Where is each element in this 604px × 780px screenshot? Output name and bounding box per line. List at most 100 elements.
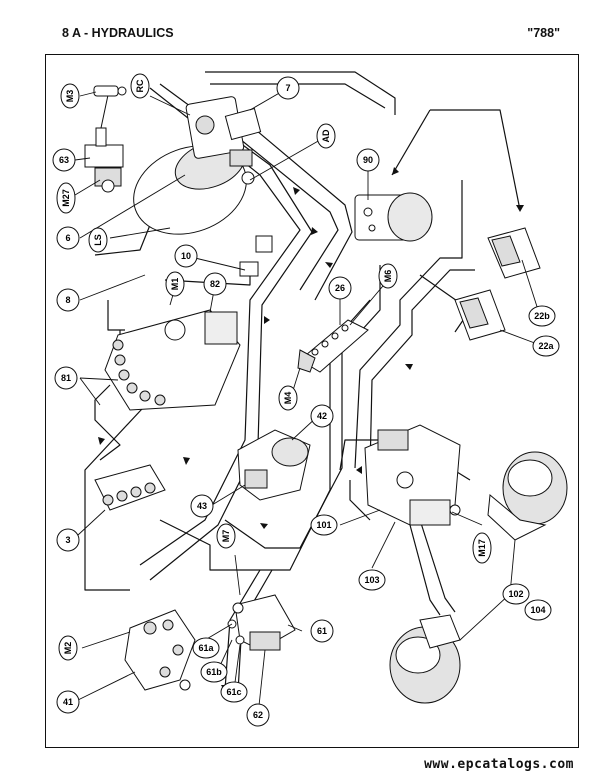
callout-61a: 61a — [192, 637, 220, 659]
callout-text: 26 — [335, 283, 345, 293]
callout-bubble — [502, 583, 530, 605]
valve-61 — [227, 594, 296, 651]
hose-line — [430, 109, 521, 211]
filter-canister — [354, 192, 433, 242]
callout-bubble — [58, 635, 78, 661]
callout-22a: 22a — [532, 335, 560, 357]
callout-text: M1 — [170, 278, 180, 291]
hose-line — [234, 134, 339, 291]
callout-bubble — [532, 335, 560, 357]
callout-10: 10 — [174, 244, 198, 268]
callout-bubble — [378, 263, 398, 289]
callout-rc: RC — [130, 73, 150, 99]
callout-text: 41 — [63, 697, 73, 707]
callout-text: 42 — [317, 411, 327, 421]
callout-bubble — [524, 599, 552, 621]
callout-text: LS — [93, 234, 103, 246]
flow-arrow — [260, 523, 268, 529]
callout-bubble — [190, 494, 214, 518]
callout-bubble — [203, 272, 227, 296]
watermark: www.epcatalogs.com — [424, 757, 574, 772]
callout-m6: M6 — [378, 263, 398, 289]
callout-text: M2 — [63, 642, 73, 655]
callout-62: 62 — [246, 703, 270, 727]
callout-bubble — [60, 83, 80, 109]
callout-101: 101 — [310, 514, 338, 536]
callout-bubble — [310, 514, 338, 536]
flow-arrow — [392, 167, 399, 175]
callout-m3: M3 — [60, 83, 80, 109]
valve-block-3 — [94, 464, 166, 511]
callout-103: 103 — [358, 569, 386, 591]
components — [84, 85, 568, 704]
callout-text: 90 — [363, 155, 373, 165]
callout-text: 43 — [197, 501, 207, 511]
callout-bubble — [316, 123, 336, 149]
hose-line — [139, 87, 301, 566]
callout-bubble — [216, 523, 236, 549]
callout-8: 8 — [56, 288, 80, 312]
hose-line — [107, 300, 125, 331]
callout-bubble — [278, 385, 298, 411]
callout-63: 63 — [52, 148, 76, 172]
callout-bubble — [174, 244, 198, 268]
callout-bubble — [88, 227, 108, 253]
hose-line — [94, 384, 121, 461]
hose-line — [369, 269, 475, 471]
callout-bubble — [528, 305, 556, 327]
callout-42: 42 — [310, 404, 334, 428]
travel-motor-104 — [389, 614, 461, 704]
callout-m17: M17 — [472, 532, 492, 564]
callout-m4: M4 — [278, 385, 298, 411]
callout-text: 61c — [226, 687, 241, 697]
travel-motor-102 — [487, 451, 568, 541]
callout-bubble — [200, 661, 228, 683]
hose-line — [205, 71, 396, 115]
callout-bubble — [246, 703, 270, 727]
callout-bubble — [472, 532, 492, 564]
callout-text: 3 — [65, 535, 70, 545]
callout-m27: M27 — [56, 182, 76, 214]
callout-bubble — [56, 226, 80, 250]
callout-26: 26 — [328, 276, 352, 300]
manifold-block — [297, 319, 369, 373]
callout-bubble — [54, 366, 78, 390]
hose-line — [391, 109, 431, 176]
rotary-joint — [237, 429, 311, 501]
callout-text: 8 — [65, 295, 70, 305]
callout-41: 41 — [56, 690, 80, 714]
main-control-valve — [104, 309, 241, 411]
callout-3: 3 — [56, 528, 80, 552]
callout-82: 82 — [203, 272, 227, 296]
callout-text: 101 — [316, 520, 331, 530]
callout-text: M3 — [65, 90, 75, 103]
callout-bubble — [276, 76, 300, 100]
callout-text: 22a — [538, 341, 554, 351]
callout-104: 104 — [524, 599, 552, 621]
callout-text: M27 — [61, 189, 71, 207]
callout-text: 7 — [285, 83, 290, 93]
callout-ls: LS — [88, 227, 108, 253]
callout-bubble — [192, 637, 220, 659]
pump-assembly — [133, 96, 262, 235]
callout-text: 82 — [210, 279, 220, 289]
hose-line — [224, 265, 381, 549]
callout-bubble — [130, 73, 150, 99]
callout-102: 102 — [502, 583, 530, 605]
pedal-22a — [454, 289, 506, 341]
callout-text: 22b — [534, 311, 550, 321]
diagram-frame — [45, 54, 579, 748]
valve-41 — [124, 609, 196, 691]
callout-text: 61b — [206, 667, 222, 677]
flow-arrow — [325, 262, 333, 268]
callout-m2: M2 — [58, 635, 78, 661]
callout-bubble — [56, 690, 80, 714]
page-code: "788" — [527, 26, 560, 40]
travel-valve-assembly — [364, 424, 461, 526]
callout-43: 43 — [190, 494, 214, 518]
m3-sensor — [93, 85, 127, 97]
callout-text: 62 — [253, 710, 263, 720]
callout-61: 61 — [310, 619, 334, 643]
callout-6: 6 — [56, 226, 80, 250]
